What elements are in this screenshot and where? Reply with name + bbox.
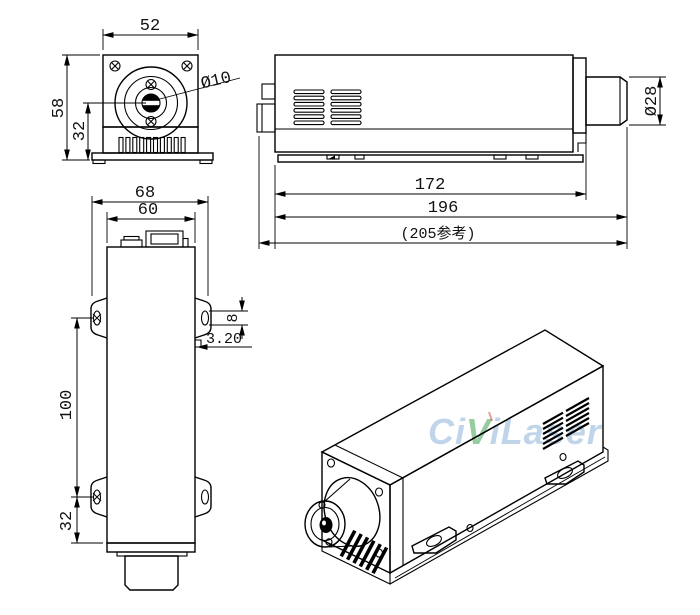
iso-lens-barrel xyxy=(304,476,381,548)
front-plate-edge xyxy=(572,57,587,134)
side-base-plate xyxy=(277,154,584,163)
bottom-rear-connectors xyxy=(120,230,189,248)
dim-label-slot-width: 8 xyxy=(225,313,242,322)
dim-label-aperture-dia: Ø10 xyxy=(199,69,233,94)
tab-upper-right xyxy=(194,297,212,339)
iso-front-plate-edge xyxy=(334,444,404,566)
dim-label-hole-to-front: 32 xyxy=(58,511,77,531)
corner-screw-left xyxy=(109,60,121,72)
iso-view xyxy=(304,329,609,585)
iso-barrel-front xyxy=(304,500,346,548)
rear-connectors xyxy=(256,83,276,133)
ring-screw-bottom xyxy=(145,115,157,128)
iso-base-screw-front xyxy=(466,523,474,533)
dim-label-front-width: 52 xyxy=(140,17,160,36)
dim-label-length-with-head: 196 xyxy=(428,199,459,218)
iso-vent-louvers xyxy=(542,397,590,450)
dim-label-body-width: 60 xyxy=(138,201,158,220)
output-cylinder xyxy=(585,76,628,126)
dim-label-tab-thickness: 3.20 xyxy=(206,331,242,348)
ring-screw-top xyxy=(145,78,157,91)
watermark-part1: Ci xyxy=(428,411,466,452)
ext-lines-100-32 xyxy=(71,317,103,544)
corner-screw-right xyxy=(181,60,193,72)
front-view: 52 58 32 Ø10 xyxy=(50,17,241,165)
side-view: 172 196 (205参考) Ø28 xyxy=(256,54,666,249)
bottom-cylinder xyxy=(124,555,179,591)
leader-aperture-dia xyxy=(155,77,241,101)
front-base-plate xyxy=(91,152,214,161)
tab-slot-center-mark xyxy=(92,313,102,323)
iso-lug-rear xyxy=(544,460,585,485)
iso-base-plate xyxy=(321,446,609,585)
dim-label-flange-width: 68 xyxy=(135,184,155,203)
ext-lines-68 xyxy=(91,196,209,296)
iso-heatsink-fins xyxy=(339,529,389,575)
vent-louvers xyxy=(293,89,362,126)
front-lower-step xyxy=(577,133,587,152)
bottom-front-plate xyxy=(106,542,196,553)
iso-lug-front xyxy=(411,526,457,554)
iso-aperture xyxy=(319,517,333,533)
ext-lines-side xyxy=(258,127,628,249)
heatsink-fins xyxy=(118,136,186,154)
base-plate-slots xyxy=(326,154,539,160)
dim-label-overall-reference: (205参考) xyxy=(400,225,475,243)
dim-label-hole-spacing: 100 xyxy=(58,390,77,421)
iso-mounting-lugs xyxy=(411,452,585,554)
bottom-view: 68 60 8 3.20 100 32 xyxy=(58,184,252,591)
tab-lower-right xyxy=(194,476,212,518)
watermark: CiViLaser xyxy=(428,411,603,452)
mounting-tabs xyxy=(90,297,212,518)
dim-label-head-dia: Ø28 xyxy=(643,86,662,117)
bottom-body xyxy=(106,246,196,544)
housing-body xyxy=(274,54,574,153)
dim-label-front-height: 58 xyxy=(50,98,69,118)
watermark-accent-mark xyxy=(488,411,493,422)
dim-label-body-length: 172 xyxy=(415,176,446,195)
tab-thickness-step xyxy=(195,339,202,348)
watermark-part2: V xyxy=(466,411,493,452)
base-foot-left xyxy=(92,159,106,165)
iso-base-screw-rear xyxy=(559,452,567,462)
iso-top-face xyxy=(320,329,605,486)
dim-label-aperture-center: 32 xyxy=(71,121,90,141)
base-foot-right xyxy=(199,159,213,165)
